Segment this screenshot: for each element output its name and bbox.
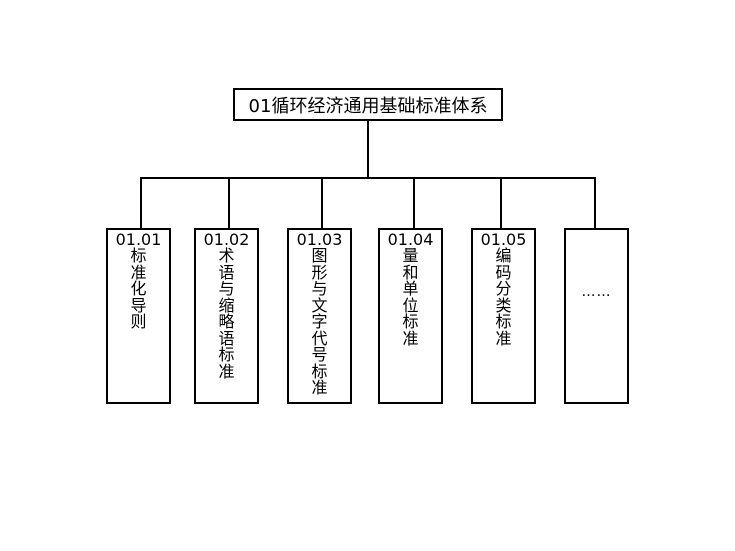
child-node-01-04: 01.04 量和单位标准 <box>378 228 443 404</box>
child-node-name: 图形与文字代号标准 <box>311 246 328 397</box>
child-node-code: 01.05 <box>480 230 527 249</box>
child-node-code: 01.03 <box>296 230 343 249</box>
child-connector-6 <box>594 177 596 228</box>
child-connector-5 <box>500 177 502 228</box>
child-node-01-05: 01.05 编码分类标准 <box>471 228 536 404</box>
child-node-code: 01.01 <box>115 230 162 249</box>
child-node-name: 量和单位标准 <box>402 246 419 348</box>
child-node-01-03: 01.03 图形与文字代号标准 <box>287 228 352 404</box>
child-node-name: 标准化导则 <box>130 246 147 331</box>
child-node-01-01: 01.01 标准化导则 <box>106 228 171 404</box>
child-connector-1 <box>140 177 142 228</box>
child-node-name: 术语与缩略语标准 <box>218 246 235 381</box>
root-node: 01循环经济通用基础标准体系 <box>233 88 503 121</box>
horizontal-bus-line <box>140 177 596 179</box>
child-connector-4 <box>413 177 415 228</box>
root-node-label: 01循环经济通用基础标准体系 <box>248 95 488 117</box>
child-node-name: 编码分类标准 <box>495 246 512 348</box>
child-node-more: …… <box>564 228 629 404</box>
child-node-code: 01.02 <box>203 230 250 249</box>
root-connector-vertical <box>367 121 369 177</box>
child-connector-3 <box>321 177 323 228</box>
child-connector-2 <box>228 177 230 228</box>
child-node-code: 01.04 <box>387 230 434 249</box>
child-node-ellipsis: …… <box>581 284 612 300</box>
child-node-01-02: 01.02 术语与缩略语标准 <box>194 228 259 404</box>
